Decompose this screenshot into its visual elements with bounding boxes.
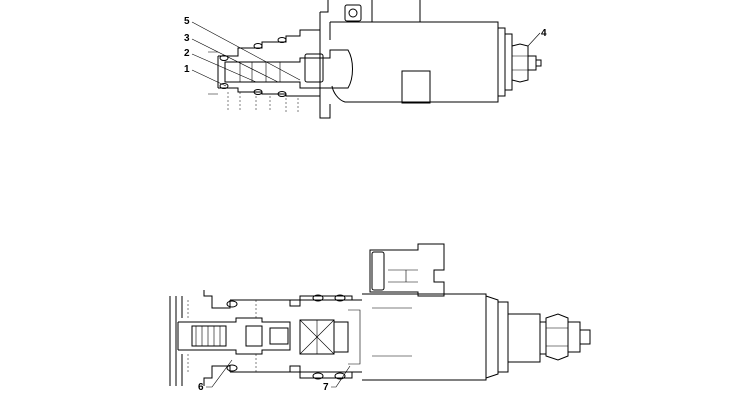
callout-1: 1 (184, 64, 190, 75)
callout-7: 7 (323, 382, 329, 393)
bottom-valve-assembly (169, 243, 591, 386)
callout-5: 5 (184, 16, 190, 27)
top-valve-assembly (208, 0, 542, 119)
callout-4: 4 (541, 28, 547, 39)
bottom-callouts: 6 7 (198, 359, 351, 393)
callout-2: 2 (184, 48, 190, 59)
callout-6: 6 (198, 382, 204, 393)
callout-3: 3 (184, 33, 190, 44)
top-callouts: 5 3 2 1 4 (184, 16, 547, 87)
